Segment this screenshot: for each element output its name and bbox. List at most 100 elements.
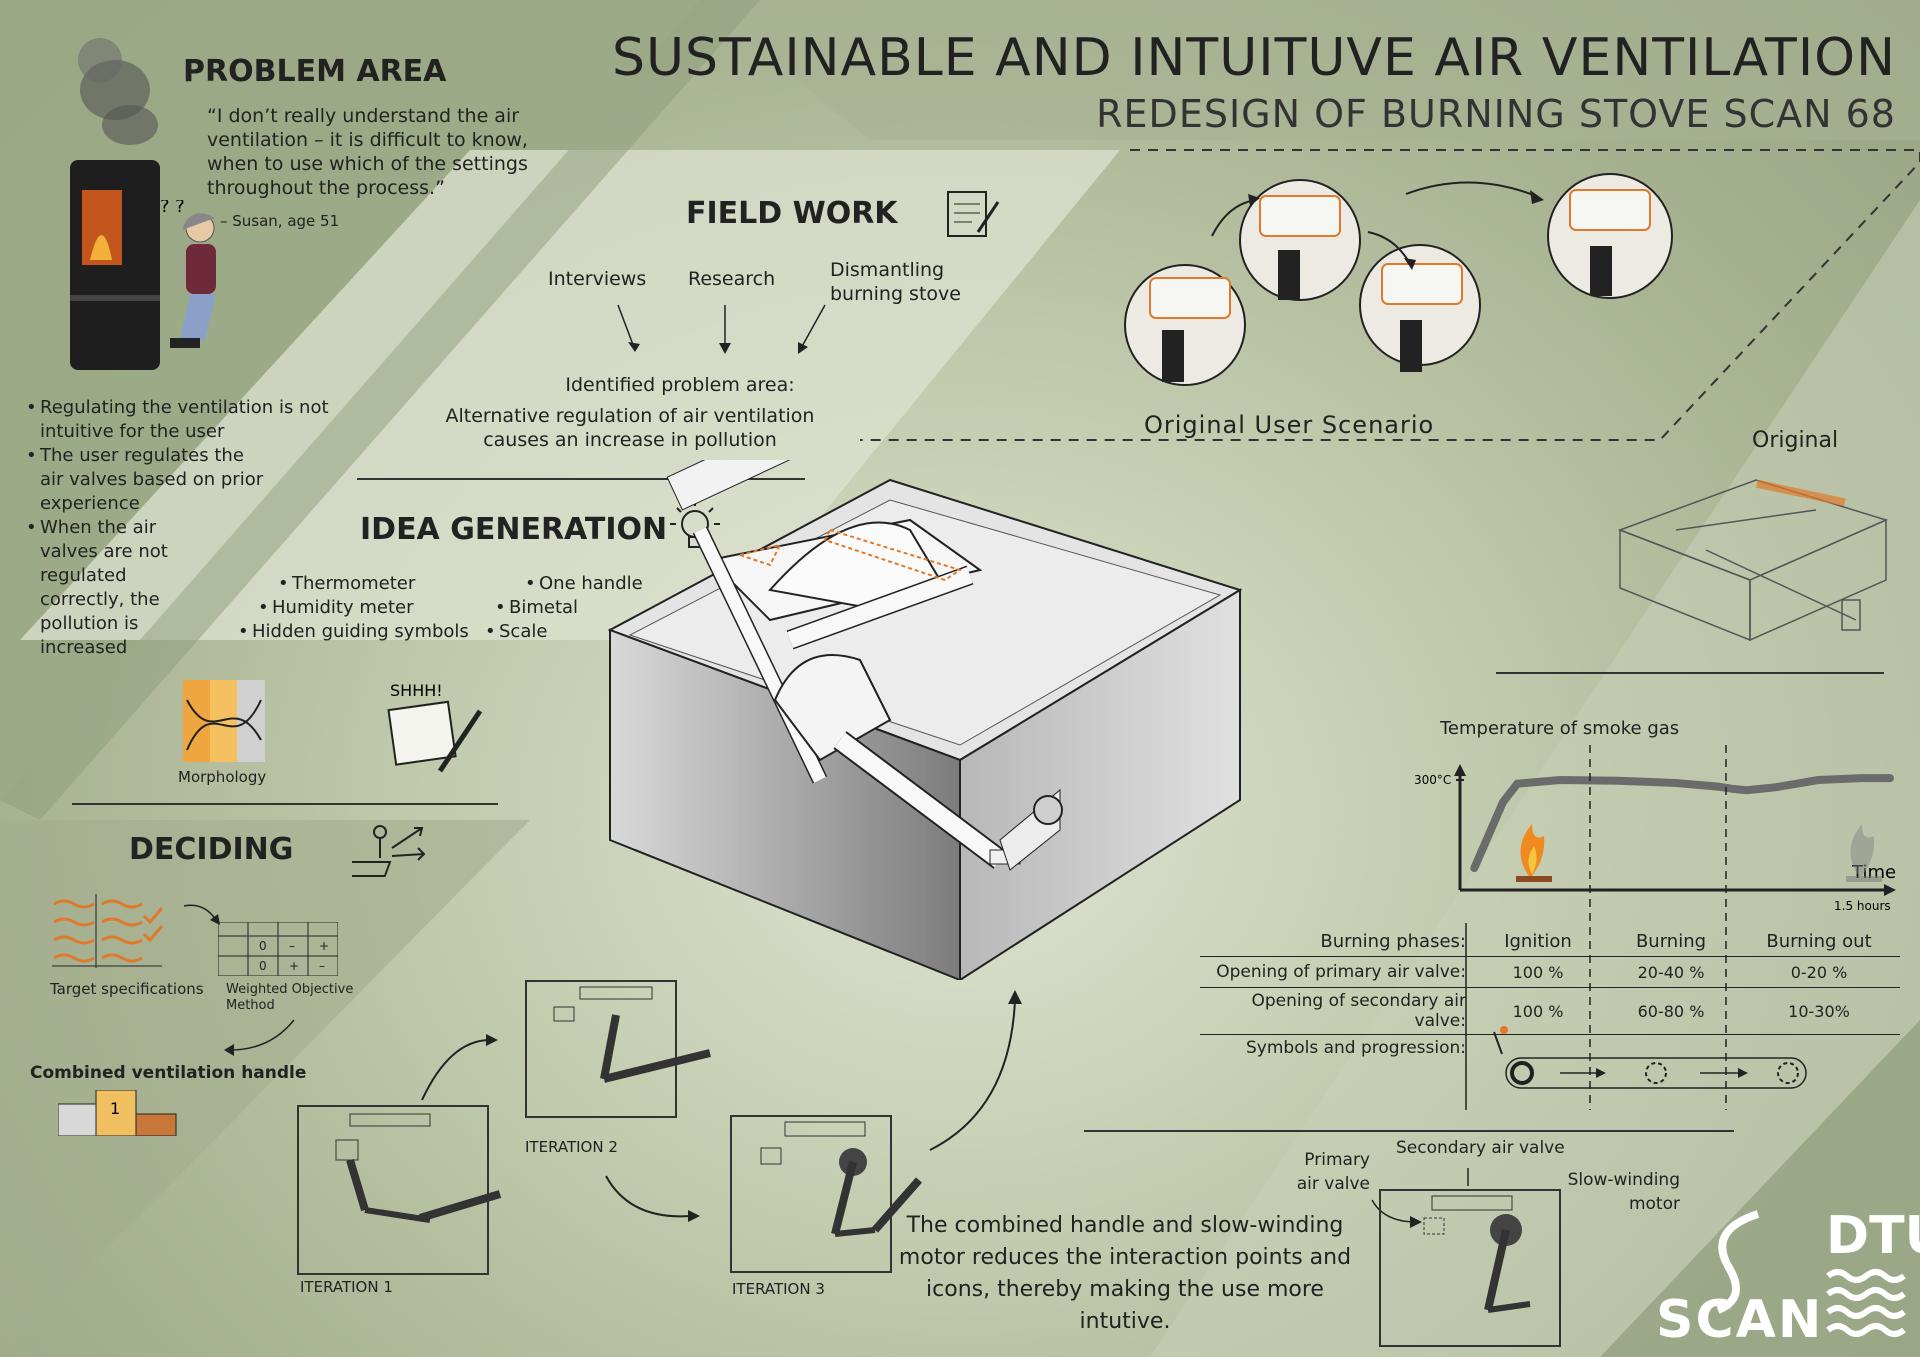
iteration-1-sketch	[297, 1105, 502, 1275]
original-label: Original	[1752, 428, 1839, 453]
iteration-2-sketch	[525, 980, 711, 1118]
table-row: Opening of primary air valve: 100 % 20-4…	[1200, 956, 1900, 988]
user-figure: ? ?	[160, 196, 240, 370]
table-row: Opening of secondary air valve: 100 % 60…	[1200, 988, 1900, 1035]
divider	[1084, 1130, 1734, 1132]
page-subtitle: REDESIGN OF BURNING STOVE SCAN 68	[1096, 92, 1896, 136]
ventilation-mechanism-render	[607, 460, 1243, 980]
scan-logo-swirl	[1716, 1210, 1760, 1314]
user-scenario-final	[1547, 173, 1673, 299]
field-item-dismantling: Dismantling burning stove	[830, 259, 961, 305]
dtu-waves-icon	[1826, 1269, 1906, 1337]
idea-col2: One handle Bimetal Scale	[485, 572, 645, 644]
sticky-note-icon: SHHH!	[380, 676, 490, 776]
deciding-heading: DECIDING	[129, 832, 294, 867]
table-row-label: Opening of secondary air valve:	[1251, 991, 1466, 1031]
idea-item: Scale	[485, 620, 645, 644]
iteration-1-label: ITERATION 1	[300, 1278, 393, 1296]
field-problem: Alternative regulation of air ventilatio…	[445, 405, 815, 451]
chart-title: Temperature of smoke gas	[1440, 718, 1680, 739]
problem-bullets: Regulating the ventilation is not intuit…	[26, 396, 336, 660]
problem-bullet: The user regulates the air valves based …	[26, 444, 270, 516]
idea-col1: Thermometer Humidity meter Hidden guidin…	[238, 572, 488, 644]
scan-logo: SCAN	[1656, 1290, 1824, 1350]
iteration-3-sketch	[730, 1115, 923, 1273]
morphology-label: Morphology	[178, 768, 267, 786]
table-cell: Burning	[1635, 930, 1707, 952]
deciding-arrow	[224, 1019, 295, 1056]
progression-symbols	[1493, 1026, 1807, 1089]
table-row: Burning phases: Ignition Burning Burning…	[1200, 926, 1900, 957]
field-item-research: Research	[688, 268, 776, 290]
table-cell: 60-80 %	[1637, 1001, 1705, 1021]
idea-item: Bimetal	[495, 596, 645, 620]
svg-text:–: –	[289, 939, 295, 953]
svg-text:–: –	[319, 959, 325, 973]
smoke-gas-line	[1470, 774, 1894, 872]
divider	[72, 803, 498, 805]
iteration-3-label: ITERATION 3	[732, 1280, 825, 1298]
field-item-interviews: Interviews	[548, 268, 647, 290]
idea-heading: IDEA GENERATION	[360, 512, 668, 547]
svg-text:0: 0	[259, 939, 267, 953]
faded-fire-icon	[1846, 824, 1882, 882]
problem-bullet: When the air valves are not regulated co…	[26, 516, 190, 660]
table-cell: 10-30%	[1788, 1001, 1850, 1021]
crossroads-icon	[333, 818, 432, 880]
table-row-label: Burning phases:	[1320, 930, 1466, 952]
label-primary-valve: Primary air valve	[1296, 1150, 1370, 1194]
table-cell: Ignition	[1504, 930, 1572, 952]
match-icon	[1493, 1031, 1503, 1055]
stove-illustration	[60, 30, 170, 370]
fire-icon	[1516, 824, 1552, 882]
table-row: Symbols and progression:	[1200, 1035, 1900, 1066]
problem-quote: “I don’t really understand the air venti…	[207, 105, 528, 199]
idea-item: Hidden guiding symbols	[238, 620, 488, 644]
divider	[357, 478, 805, 480]
problem-bullet: Regulating the ventilation is not intuit…	[26, 396, 336, 444]
target-spec-label: Target specifications	[50, 980, 204, 998]
svg-text:SHHH!: SHHH!	[390, 681, 443, 700]
svg-text:0: 0	[259, 959, 267, 973]
idea-item: One handle	[525, 572, 645, 596]
svg-text:? ?: ? ?	[160, 200, 185, 217]
target-spec-icon	[52, 894, 172, 974]
field-heading: FIELD WORK	[686, 196, 898, 231]
page-title: SUSTAINABLE AND INTUITUVE AIR VENTILATIO…	[611, 28, 1896, 88]
problem-author: – Susan, age 51	[220, 212, 340, 230]
svg-text:1: 1	[110, 1099, 120, 1118]
temperature-chart: 300°C Time 1.5 hours	[1414, 764, 1896, 913]
podium-icon: 1	[57, 1089, 178, 1137]
weighted-label: Weighted Objective Method	[226, 982, 354, 1013]
final-description: The combined handle and slow-winding mot…	[898, 1213, 1352, 1334]
dtu-logo: DTU	[1826, 1206, 1920, 1266]
svg-text:+: +	[319, 939, 329, 953]
scenario-arrow	[1405, 181, 1544, 204]
table-cell: 0-20 %	[1790, 962, 1848, 982]
notepad-icon	[942, 186, 1002, 242]
burning-phase-table: Burning phases: Ignition Burning Burning…	[1200, 926, 1900, 1065]
phase-dividers	[1465, 745, 1727, 1110]
svg-text:+: +	[289, 959, 299, 973]
combined-label: Combined ventilation handle	[30, 1063, 307, 1083]
divider	[1496, 672, 1884, 674]
label-slow-motor: Slow-winding motor	[1567, 1170, 1680, 1214]
original-mechanism-sketch	[1617, 479, 1889, 642]
table-cell: 100 %	[1512, 962, 1564, 982]
x-tick-label: 1.5 hours	[1834, 899, 1891, 913]
field-arrows	[617, 304, 826, 354]
table-cell: 100 %	[1512, 1001, 1564, 1021]
table-cell: 20-40 %	[1637, 962, 1705, 982]
scenario-label: Original User Scenario	[1144, 411, 1435, 439]
weighted-matrix: 0 – + 0 + –	[217, 921, 339, 977]
problem-heading: PROBLEM AREA	[183, 54, 447, 89]
morphology-chart-icon	[183, 680, 265, 762]
smoke-gas-series	[1470, 774, 1894, 872]
iteration-arrows	[421, 990, 1022, 1222]
idea-item: Humidity meter	[258, 596, 488, 620]
table-row-label: Opening of primary air valve:	[1216, 962, 1466, 982]
y-tick-label: 300°C	[1414, 773, 1451, 787]
table-row-label: Symbols and progression:	[1246, 1038, 1466, 1058]
final-design-sketch	[1371, 1168, 1561, 1347]
field-identified: Identified problem area:	[565, 374, 795, 396]
